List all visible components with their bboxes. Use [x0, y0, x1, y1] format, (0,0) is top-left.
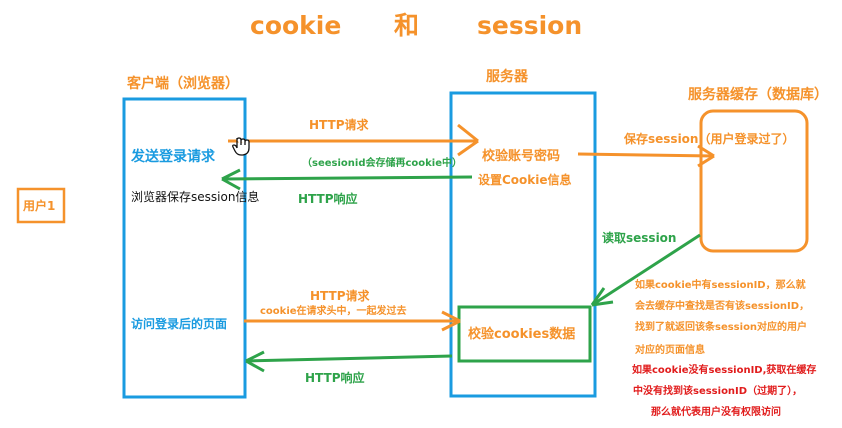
visit-logged-in-page: 访问登录后的页面	[131, 317, 228, 331]
title-session: session	[477, 11, 583, 40]
verify-cookies-box	[457, 305, 592, 363]
user-label: 用户1	[23, 199, 56, 213]
read-session-label: 读取session	[602, 231, 677, 245]
http-response-arrow-2	[245, 350, 453, 373]
http-request-label-1: HTTP请求	[309, 118, 369, 132]
note-found-line-4: 对应的页面信息	[635, 345, 705, 356]
http-response-label-1: HTTP响应	[298, 192, 358, 206]
http-response-arrow-1	[221, 168, 473, 191]
client-header: 客户端（浏览器）	[127, 76, 239, 92]
http-request-arrow-1	[228, 123, 479, 157]
http-request-label-2: HTTP请求	[310, 289, 370, 303]
save-session-arrow	[577, 144, 715, 168]
note-found-line-1: 如果cookie中有sessionID，那么就	[635, 280, 806, 291]
http-response-label-2: HTTP响应	[305, 371, 365, 385]
title-cookie: cookie	[250, 11, 342, 40]
note-not-found-line-1: 如果cookie没有sessionID,获取在缓存	[632, 365, 817, 376]
note-not-found-line-2: 中没有找到该sessionID（过期了），	[633, 386, 803, 397]
browser-save-session: 浏览器保存session信息	[131, 190, 260, 204]
cache-box	[699, 109, 809, 253]
server-box	[449, 91, 597, 398]
read-session-arrow	[590, 233, 701, 307]
server-header: 服务器	[486, 69, 528, 85]
verify-cookies-data: 校验cookies数据	[468, 327, 576, 342]
sessionid-stored-note: （seesionid会存储再cookie中）	[302, 158, 462, 169]
note-found-line-2: 会去缓存中查找是否有该sessionID，	[635, 301, 810, 312]
note-found-line-3: 找到了就返回该条session对应的用户	[635, 322, 808, 333]
client-box	[122, 97, 247, 399]
user-box	[16, 187, 66, 224]
http-request-arrow-2	[244, 310, 461, 332]
save-session-label: 保存session（用户登录过了）	[624, 132, 795, 146]
cache-header: 服务器缓存（数据库）	[688, 87, 828, 103]
hand-cursor-icon	[232, 137, 250, 156]
note-not-found-line-3: 那么就代表用户没有权限访问	[651, 407, 781, 418]
title-and: 和	[394, 11, 420, 40]
cookie-in-header-note: cookie在请求头中，一起发过去	[260, 306, 407, 317]
verify-account-password: 校验账号密码	[482, 149, 561, 164]
set-cookie-info: 设置Cookie信息	[478, 173, 572, 187]
send-login-request: 发送登录请求	[131, 149, 215, 165]
